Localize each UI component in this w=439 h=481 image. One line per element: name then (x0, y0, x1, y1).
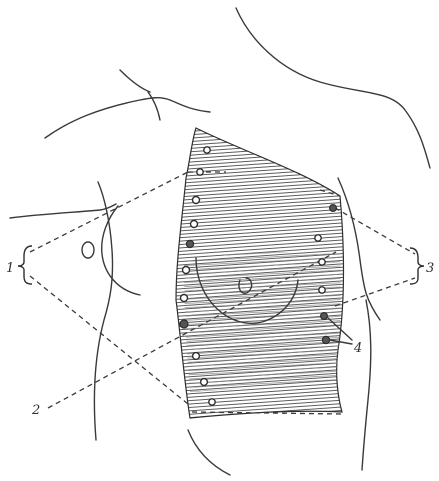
right-shoulder-line (236, 8, 430, 168)
left-arm-line (10, 204, 116, 218)
dash-3-lower (335, 278, 415, 306)
label-1: 1 (6, 261, 14, 276)
marker (330, 205, 337, 212)
nipple (82, 242, 94, 258)
lower-torso-line (188, 430, 230, 475)
marker (183, 267, 190, 274)
label-3: 3 (426, 261, 434, 276)
right-torso-side (338, 178, 380, 320)
marker (197, 169, 203, 175)
marker (191, 221, 198, 228)
marker (315, 235, 321, 241)
back-line (362, 300, 371, 470)
clavicle-lower (148, 92, 160, 120)
marker (180, 320, 188, 328)
clavicle-line (45, 98, 210, 138)
marker (201, 379, 208, 386)
breast-contour (102, 206, 140, 295)
marker (186, 240, 193, 247)
dash-1-upper (30, 172, 188, 252)
marker (181, 295, 188, 302)
label-4: 4 (353, 341, 362, 356)
marker (204, 147, 210, 153)
dash-3-upper (335, 208, 415, 254)
marker (209, 399, 215, 405)
marker (321, 313, 328, 320)
marker (319, 287, 325, 293)
dash-1-lower (30, 276, 188, 404)
label-2: 2 (31, 403, 40, 418)
marker (193, 353, 200, 360)
marker (319, 259, 325, 265)
left-torso-side (94, 182, 112, 440)
neck-line (120, 70, 150, 92)
marker (322, 336, 329, 343)
marker (193, 197, 200, 204)
